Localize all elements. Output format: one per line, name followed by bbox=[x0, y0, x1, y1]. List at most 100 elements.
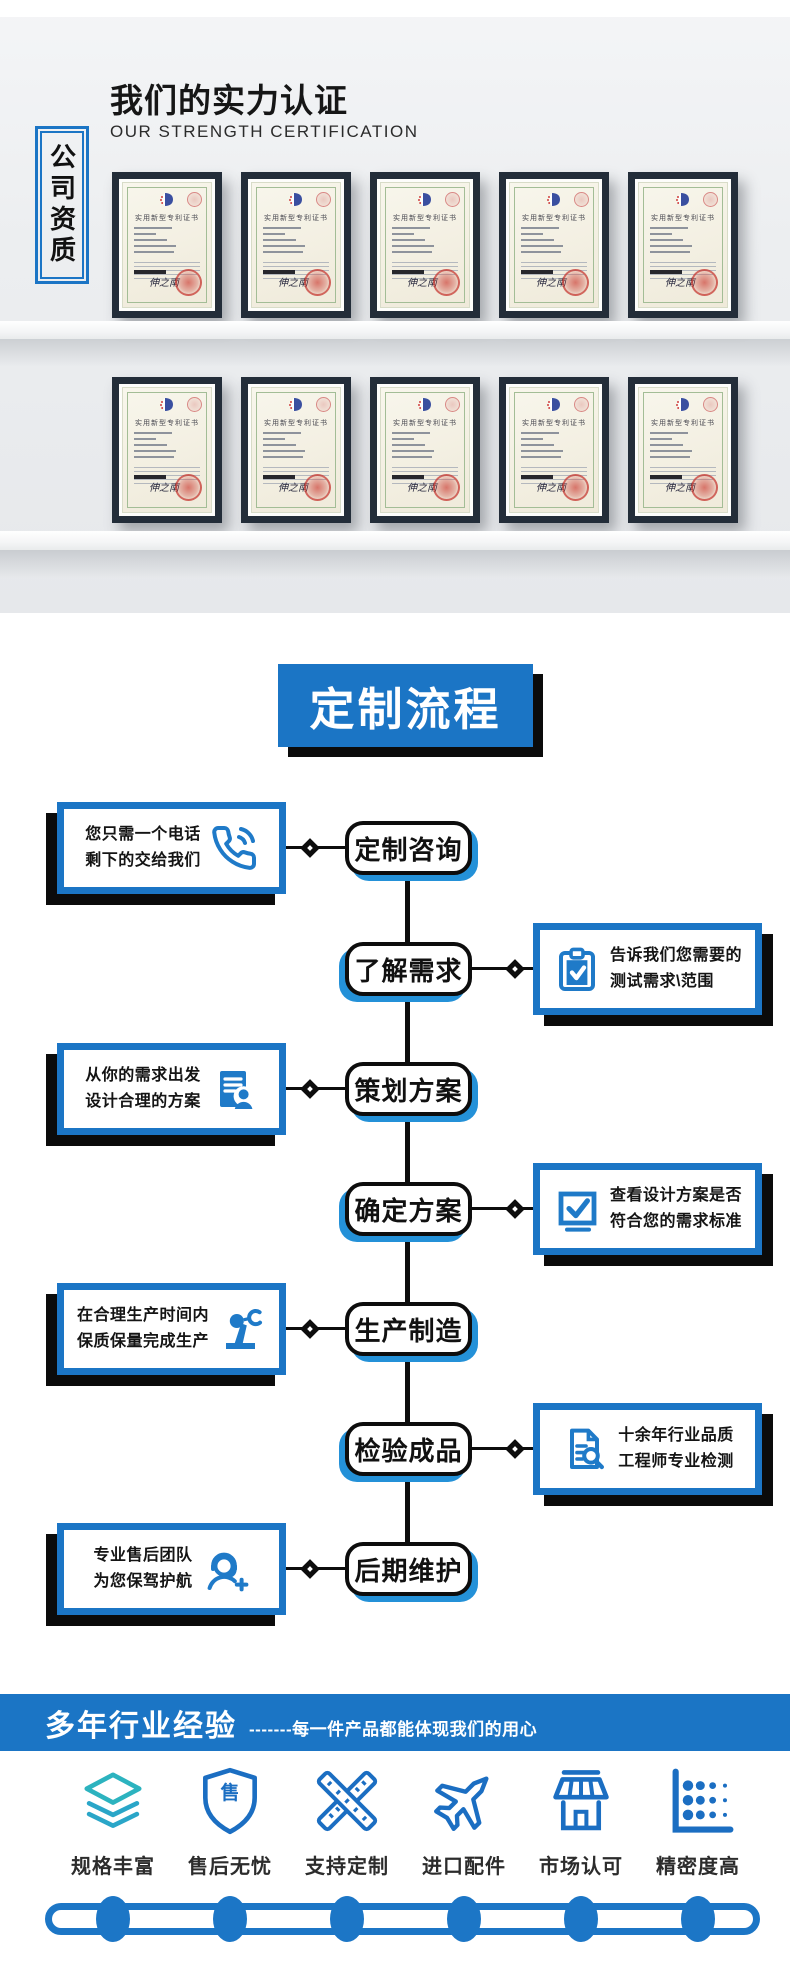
feature-label: 进口配件 bbox=[422, 1856, 506, 1878]
flow-step-desc-line2: 保质保量完成生产 bbox=[76, 1333, 209, 1350]
certificate-text-lines bbox=[392, 227, 458, 282]
certificate-signature: 伸之南 bbox=[149, 483, 179, 494]
certificate-signature: 伸之南 bbox=[536, 483, 566, 494]
flow-step-desc: 您只需一个电话剩下的交给我们 bbox=[85, 822, 201, 875]
flow-step-desc-line1: 查看设计方案是否 bbox=[609, 1186, 742, 1204]
certificate-text-lines bbox=[134, 227, 200, 282]
check-square-icon bbox=[553, 1185, 601, 1233]
patent-logo-icon bbox=[158, 397, 176, 417]
certificate-paper: 实用新型专利证书伸之南 bbox=[251, 182, 341, 308]
certificate-paper: 实用新型专利证书伸之南 bbox=[509, 387, 599, 513]
flow-step-desc: 从你的需求出发设计合理的方案 bbox=[85, 1063, 201, 1116]
feature-item: 精密度高 bbox=[640, 1764, 756, 1879]
certificate-black-bar bbox=[134, 475, 166, 479]
certificate-mat: 实用新型专利证书伸之南 bbox=[119, 384, 215, 516]
certificate-text-lines bbox=[650, 227, 716, 282]
certificate-border bbox=[127, 187, 207, 303]
certificate-frame: 实用新型专利证书伸之南 bbox=[499, 377, 609, 523]
certificate-black-bar bbox=[650, 270, 682, 274]
flow-connector-diamond-icon bbox=[505, 1439, 525, 1459]
certificate-title: 实用新型专利证书 bbox=[264, 420, 328, 427]
timeline-dot bbox=[447, 1896, 481, 1942]
flow-step-desc-box: 专业售后团队为您保驾护航 bbox=[57, 1523, 286, 1615]
certificate-title: 实用新型专利证书 bbox=[522, 215, 586, 222]
certificates-section: 我们的实力认证 OUR STRENGTH CERTIFICATION 公司资质 … bbox=[0, 0, 790, 613]
red-seal-icon bbox=[562, 269, 589, 296]
certificate-title: 实用新型专利证书 bbox=[393, 215, 457, 222]
phone-icon bbox=[210, 824, 258, 872]
custom-process-section: 定制流程 您只需一个电话剩下的交给我们定制咨询告诉我们您需要的测试需求\范围了解… bbox=[0, 613, 790, 1694]
certificate-text-lines bbox=[521, 227, 587, 282]
shield-icon: 售 bbox=[193, 1764, 267, 1842]
flow-step-desc-line1: 告诉我们您需要的 bbox=[609, 946, 742, 964]
rulers-icon bbox=[310, 1764, 384, 1842]
certificate-text-lines bbox=[263, 432, 329, 487]
certificate-black-bar bbox=[392, 270, 424, 274]
document-search-icon bbox=[561, 1425, 609, 1473]
flow-step-desc-line2: 为您保驾护航 bbox=[93, 1573, 193, 1590]
certificate-black-bar bbox=[521, 270, 553, 274]
red-stamp-icon bbox=[316, 397, 331, 412]
certificate-mat: 实用新型专利证书伸之南 bbox=[377, 179, 473, 311]
flow-step-pill: 生产制造 bbox=[345, 1302, 472, 1356]
flow-connector-line bbox=[470, 967, 533, 970]
red-stamp-icon bbox=[703, 192, 718, 207]
certificate-border bbox=[514, 187, 594, 303]
certificate-mat: 实用新型专利证书伸之南 bbox=[248, 179, 344, 311]
certificate-mat: 实用新型专利证书伸之南 bbox=[377, 384, 473, 516]
certificate-signature: 伸之南 bbox=[278, 278, 308, 289]
certificate-frame: 实用新型专利证书伸之南 bbox=[370, 377, 480, 523]
red-seal-icon bbox=[691, 269, 718, 296]
section-title: 我们的实力认证 bbox=[110, 82, 348, 119]
storefront-icon bbox=[544, 1764, 618, 1842]
flow-step-desc-line2: 工程师专业检测 bbox=[618, 1453, 734, 1470]
feature-item: 规格丰富 bbox=[55, 1764, 171, 1879]
red-stamp-icon bbox=[445, 192, 460, 207]
feature-label: 规格丰富 bbox=[71, 1856, 155, 1878]
timeline-bar bbox=[45, 1903, 760, 1935]
red-stamp-icon bbox=[703, 397, 718, 412]
red-seal-icon bbox=[562, 474, 589, 501]
flow-step-label: 检验成品 bbox=[354, 1435, 463, 1466]
patent-logo-icon bbox=[545, 397, 563, 417]
red-seal-icon bbox=[691, 474, 718, 501]
feature-item: 进口配件 bbox=[406, 1764, 522, 1879]
red-seal-icon bbox=[304, 269, 331, 296]
certificate-title: 实用新型专利证书 bbox=[651, 420, 715, 427]
red-seal-icon bbox=[433, 269, 460, 296]
flow-connector-diamond-icon bbox=[300, 1079, 320, 1099]
flow-step-pill: 检验成品 bbox=[345, 1422, 472, 1476]
red-stamp-icon bbox=[316, 192, 331, 207]
feature-item: 市场认可 bbox=[523, 1764, 639, 1879]
layers-icon bbox=[76, 1764, 150, 1842]
timeline-dot bbox=[96, 1896, 130, 1942]
certificate-paper: 实用新型专利证书伸之南 bbox=[122, 182, 212, 308]
certificate-title: 实用新型专利证书 bbox=[651, 215, 715, 222]
certificate-black-bar bbox=[134, 270, 166, 274]
clipboard-check-icon bbox=[553, 945, 601, 993]
certificate-border bbox=[643, 392, 723, 508]
airplane-icon bbox=[427, 1764, 501, 1842]
red-seal-icon bbox=[175, 269, 202, 296]
feature-label: 精密度高 bbox=[656, 1856, 740, 1878]
certificate-mat: 实用新型专利证书伸之南 bbox=[119, 179, 215, 311]
timeline-dot bbox=[681, 1896, 715, 1942]
certificate-title: 实用新型专利证书 bbox=[393, 420, 457, 427]
certificate-paper: 实用新型专利证书伸之南 bbox=[638, 182, 728, 308]
certificate-frame: 实用新型专利证书伸之南 bbox=[241, 172, 351, 318]
certificate-title: 实用新型专利证书 bbox=[135, 215, 199, 222]
flow-step-desc-line1: 您只需一个电话 bbox=[85, 825, 201, 843]
flow-step-pill: 确定方案 bbox=[345, 1182, 472, 1236]
flow-step-desc-line2: 测试需求\范围 bbox=[609, 973, 714, 990]
certificate-text-lines bbox=[392, 432, 458, 487]
experience-subtitle: -------每一件产品都能体现我们的用心 bbox=[249, 1720, 538, 1740]
flow-step-label: 确定方案 bbox=[354, 1195, 463, 1226]
flow-step-desc-box: 十余年行业品质工程师专业检测 bbox=[533, 1403, 762, 1495]
certificate-border bbox=[127, 392, 207, 508]
timeline-dot bbox=[213, 1896, 247, 1942]
certificate-frame: 实用新型专利证书伸之南 bbox=[241, 377, 351, 523]
flow-step-pill: 定制咨询 bbox=[345, 821, 472, 875]
flow-connector-diamond-icon bbox=[300, 1559, 320, 1579]
certificate-title: 实用新型专利证书 bbox=[522, 420, 586, 427]
certificate-frame: 实用新型专利证书伸之南 bbox=[112, 172, 222, 318]
